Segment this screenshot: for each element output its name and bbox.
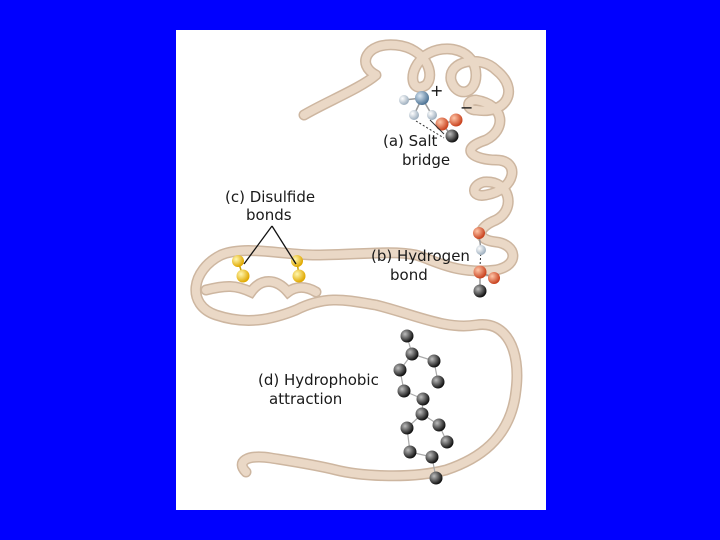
carbon-atom xyxy=(415,407,429,421)
plus-charge: + xyxy=(430,81,443,100)
carbon-atom xyxy=(393,363,407,377)
carbon-atom xyxy=(473,284,487,298)
disulfide-label: (c) Disulfide bonds xyxy=(225,188,320,224)
disulfide-bond-atoms xyxy=(232,255,306,283)
minus-charge: − xyxy=(460,98,473,117)
carbon-atom xyxy=(405,347,419,361)
carbon-atom xyxy=(400,421,414,435)
hydrogen-bond-atoms xyxy=(473,227,500,298)
carbon-atom xyxy=(431,375,445,389)
carbon-atom xyxy=(427,354,441,368)
oxygen-atom xyxy=(488,272,500,284)
carbon-atom xyxy=(400,329,414,343)
oxygen-atom xyxy=(449,113,463,127)
carbon-atom xyxy=(432,418,446,432)
carbon-atom xyxy=(403,445,417,459)
slide-panel: + − (a) Salt bridge (b) Hydrogen bond (c… xyxy=(176,30,546,510)
sulfur-atom xyxy=(236,269,250,283)
carbon-atom xyxy=(425,450,439,464)
carbon-atom xyxy=(416,392,430,406)
hydrogen-atom xyxy=(409,110,419,120)
salt-bridge-label: (a) Salt bridge xyxy=(383,132,450,169)
hydrophobic-carbon-atoms xyxy=(393,329,454,485)
protein-tertiary-structure-diagram: + − (a) Salt bridge (b) Hydrogen bond (c… xyxy=(190,39,523,485)
carbon-atom xyxy=(445,129,459,143)
carbon-atom xyxy=(429,471,443,485)
oxygen-atom xyxy=(473,265,487,279)
sulfur-atom xyxy=(291,255,303,267)
positive-nitrogen-atom xyxy=(415,91,429,105)
carbon-atom xyxy=(440,435,454,449)
hydrogen-atom xyxy=(399,95,409,105)
sulfur-atom xyxy=(232,255,244,267)
polypeptide-chain xyxy=(190,39,523,482)
negative-oxygen-atom xyxy=(435,117,449,131)
carbon-atom xyxy=(397,384,411,398)
salt-bridge-pointer xyxy=(429,119,445,135)
hydrogen-bond-label: (b) Hydrogen bond xyxy=(371,247,475,284)
nitrogen-atom xyxy=(473,227,485,239)
hydrogen-atom xyxy=(476,245,486,255)
hydrogen-atom xyxy=(427,110,437,120)
disulfide-pointer-lines xyxy=(243,225,297,265)
sulfur-atom xyxy=(292,269,306,283)
hydrophobic-label: (d) Hydrophobic attraction xyxy=(258,371,384,408)
salt-bridge-atoms: + − xyxy=(399,81,473,143)
